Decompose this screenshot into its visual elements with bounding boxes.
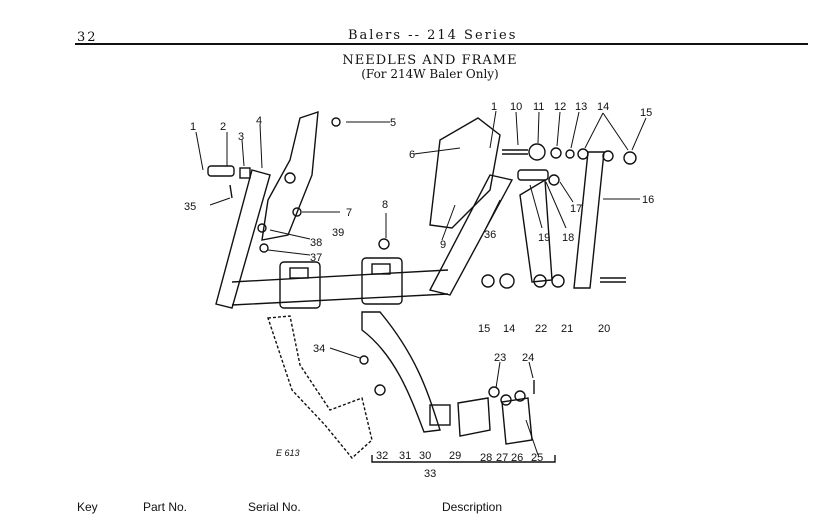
callout-30: 30 <box>419 450 431 462</box>
callout-14b: 14 <box>503 323 515 335</box>
callout-11: 11 <box>533 101 544 113</box>
callout-18: 18 <box>562 232 574 244</box>
callout-3: 3 <box>238 131 244 143</box>
column-header-serial-no: Serial No. <box>248 500 301 514</box>
callout-4: 4 <box>256 115 262 127</box>
bearing <box>528 143 546 161</box>
callout-24: 24 <box>522 352 534 364</box>
callout-29: 29 <box>449 450 461 462</box>
callout-5: 5 <box>390 117 396 129</box>
callout-35: 35 <box>184 201 196 213</box>
left-needle-bracket <box>261 110 319 241</box>
callout-17: 17 <box>570 203 582 215</box>
callout-37: 37 <box>310 252 322 264</box>
callout-14: 14 <box>597 101 609 113</box>
callout-15: 15 <box>640 107 652 119</box>
callout-25: 25 <box>531 452 543 464</box>
callout-33: 33 <box>424 468 436 480</box>
callout-7: 7 <box>346 207 352 219</box>
callout-1b: 1 <box>491 101 497 113</box>
callout-22: 22 <box>535 323 547 335</box>
center-block-right <box>361 257 403 305</box>
needle-alternate-position <box>267 315 373 460</box>
callout-28: 28 <box>480 452 492 464</box>
callout-20: 20 <box>598 323 610 335</box>
callout-38: 38 <box>310 237 322 249</box>
needle-arm <box>519 178 553 283</box>
header-rule <box>75 43 808 45</box>
left-frame-upright <box>215 169 271 309</box>
callout-13: 13 <box>575 101 587 113</box>
callout-16: 16 <box>642 194 654 206</box>
connecting-link <box>573 151 605 289</box>
callout-10: 10 <box>510 101 522 113</box>
column-header-key: Key <box>77 500 98 514</box>
callout-34: 34 <box>313 343 325 355</box>
callout-31: 31 <box>399 450 411 462</box>
callout-2: 2 <box>220 121 226 133</box>
callout-19: 19 <box>538 232 550 244</box>
right-needle-bracket <box>429 117 501 229</box>
callout-21: 21 <box>561 323 573 335</box>
callout-9: 9 <box>440 239 446 251</box>
callout-39: 39 <box>332 227 344 239</box>
column-header-part-no: Part No. <box>143 500 188 514</box>
callout-26: 26 <box>511 452 523 464</box>
callout-12: 12 <box>554 101 566 113</box>
needle <box>361 311 441 433</box>
callout-23: 23 <box>494 352 506 364</box>
main-frame-tube <box>231 269 449 306</box>
column-header-description: Description <box>442 500 503 514</box>
callout-1: 1 <box>190 121 196 133</box>
section-title: NEEDLES AND FRAME <box>342 53 518 68</box>
needle-guide-plate <box>457 397 491 437</box>
callout-8: 8 <box>382 199 388 211</box>
right-frame-upright <box>428 174 514 296</box>
figure-code: E 613 <box>276 448 300 458</box>
callout-36: 36 <box>484 229 496 241</box>
page-number: 32 <box>77 30 98 45</box>
callout-15b: 15 <box>478 323 490 335</box>
callout-6: 6 <box>409 149 415 161</box>
section-subtitle: (For 214W Baler Only) <box>361 67 499 81</box>
needle-guide-plate-2 <box>501 397 533 445</box>
callout-27: 27 <box>496 452 508 464</box>
running-head: Balers -- 214 Series <box>348 28 518 43</box>
callout-32: 32 <box>376 450 388 462</box>
center-block-left <box>279 261 321 309</box>
